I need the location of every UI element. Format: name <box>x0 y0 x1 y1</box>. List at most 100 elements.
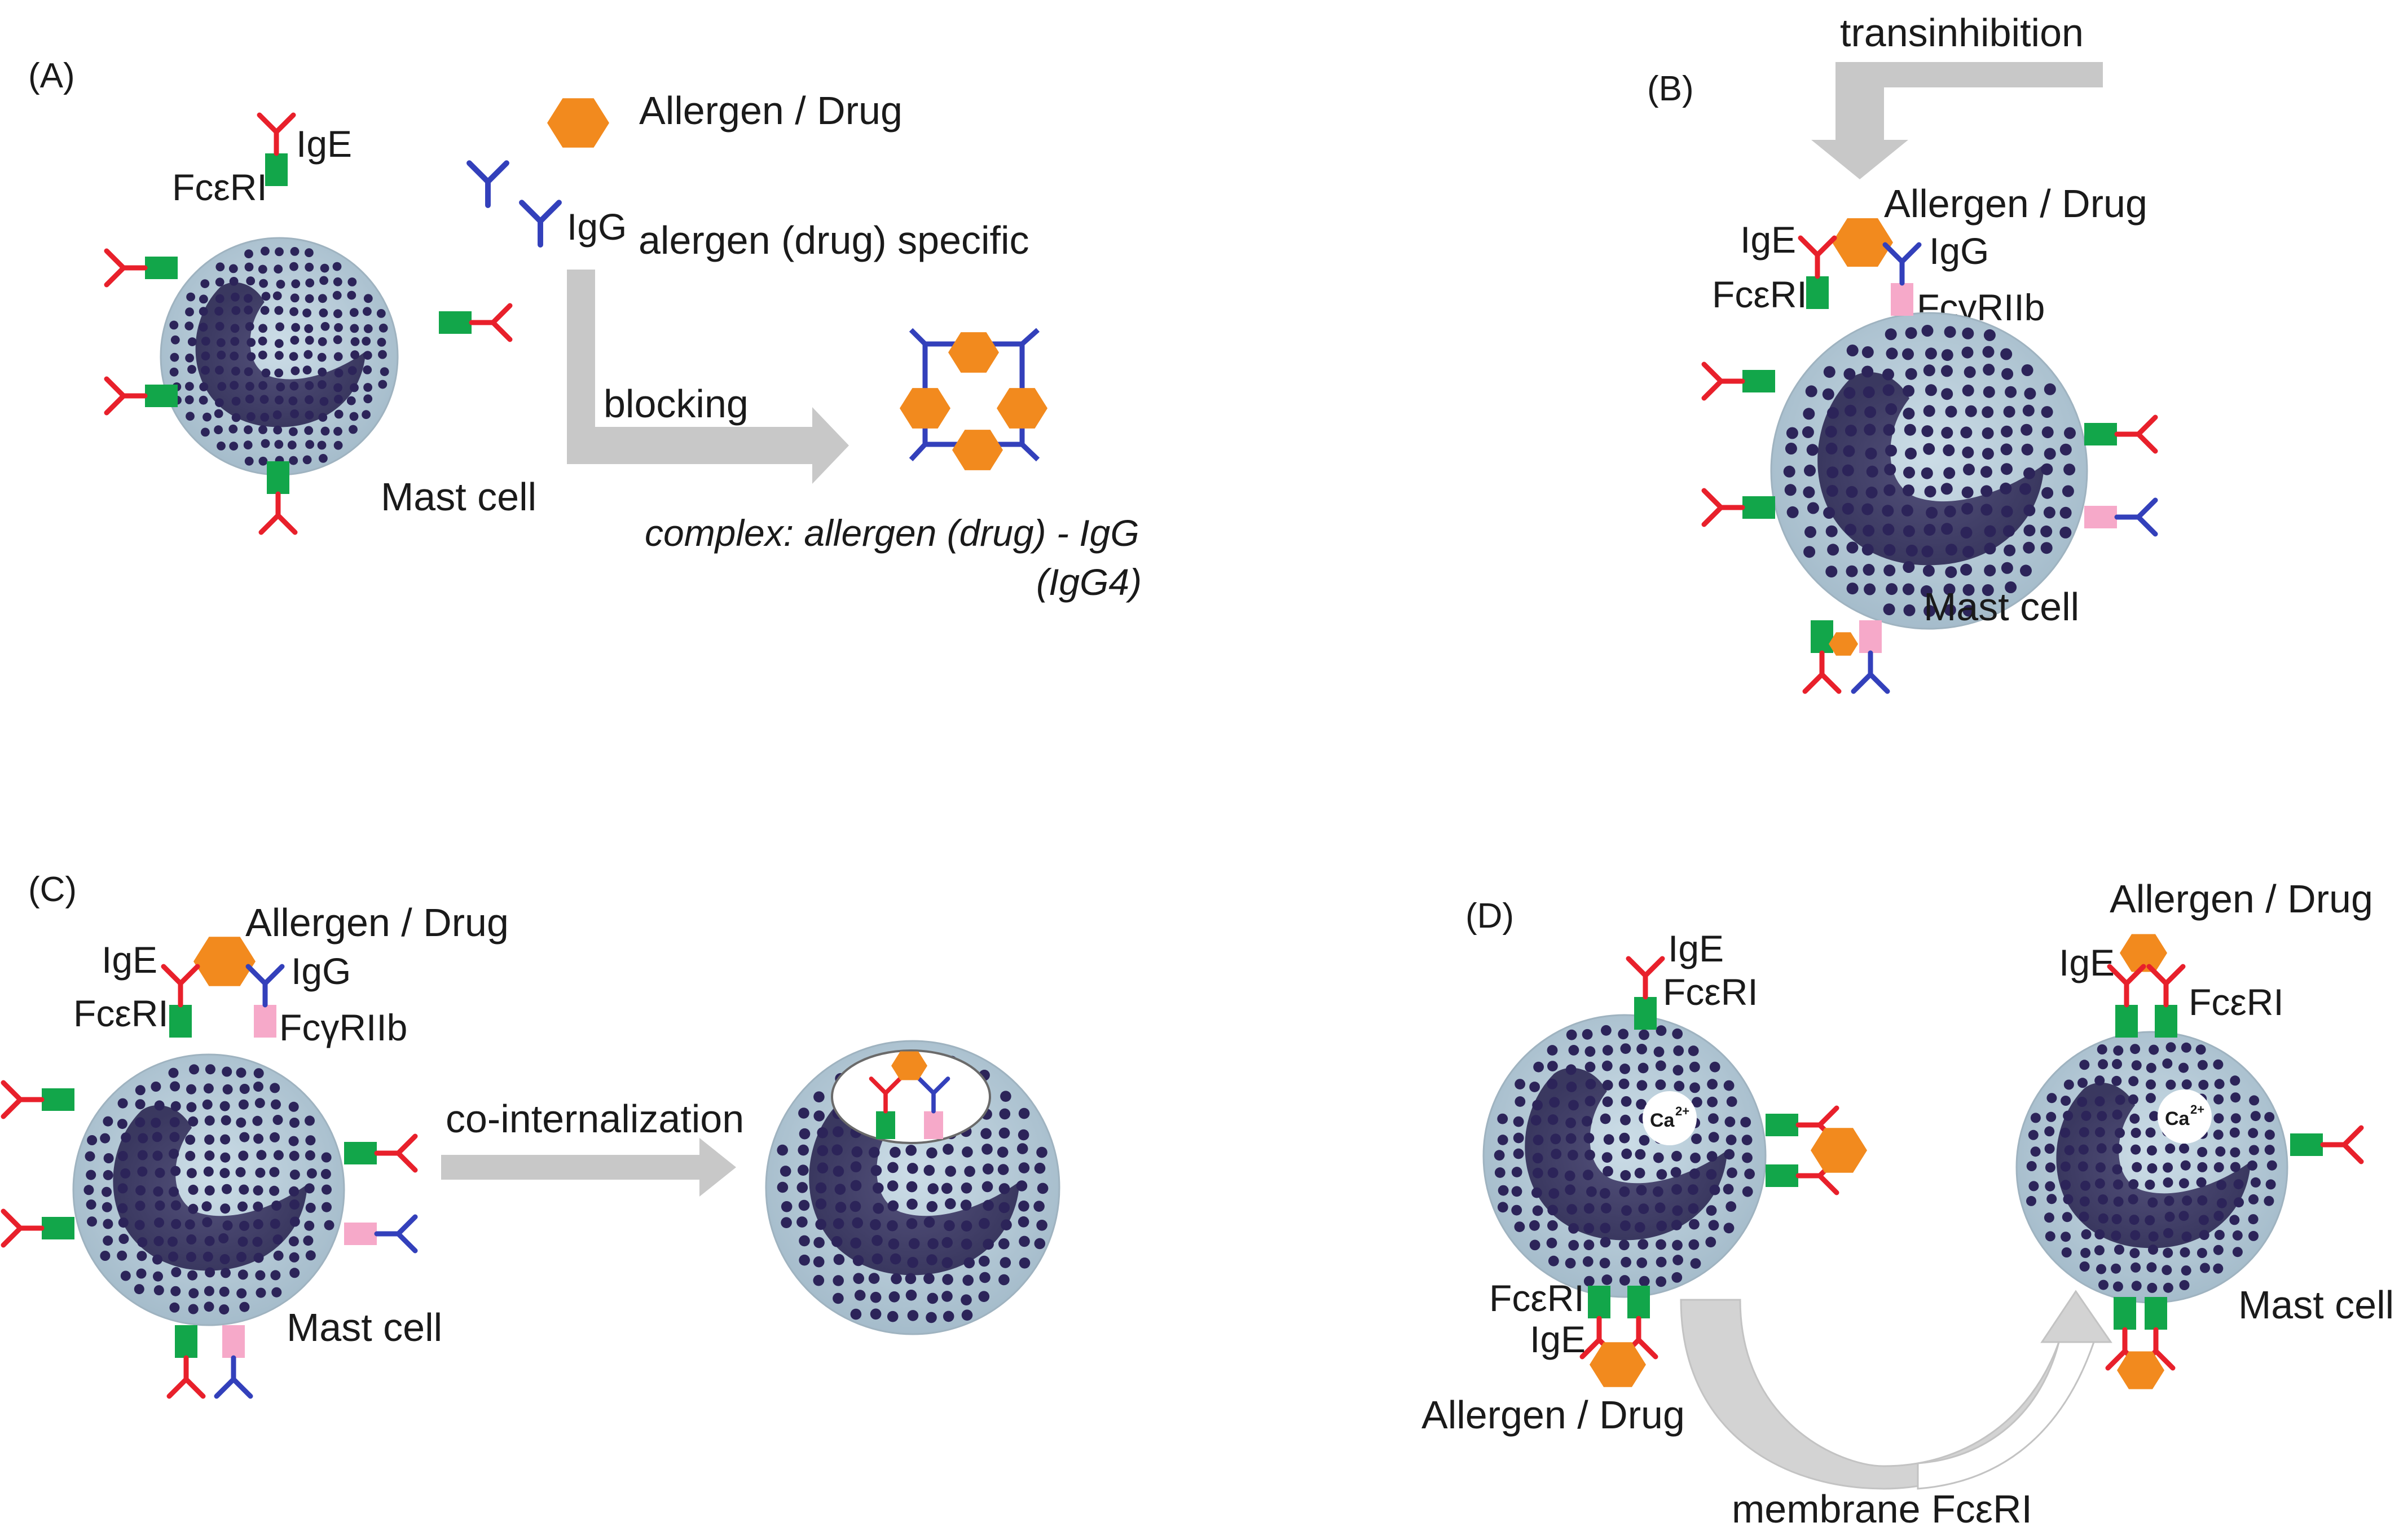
antibody-shape <box>374 1133 418 1173</box>
fcgriib-box <box>1891 283 1913 316</box>
granule <box>1940 483 1953 495</box>
ige-receptor-bottom <box>166 1325 206 1399</box>
granule <box>271 1201 282 1211</box>
fceri-box <box>1806 276 1829 309</box>
granule <box>1515 1079 1526 1089</box>
granule <box>2081 1110 2092 1121</box>
fcgriib-box <box>1859 620 1882 653</box>
granule <box>204 1185 215 1196</box>
granule <box>2145 1093 2156 1104</box>
granule <box>1636 1080 1648 1091</box>
granule <box>1564 1170 1575 1181</box>
granule <box>238 1099 249 1110</box>
granule <box>83 1185 94 1195</box>
granule <box>238 1150 249 1161</box>
ige-label: IgE <box>1740 219 1796 261</box>
granule <box>350 337 360 346</box>
granule <box>169 367 179 377</box>
granule <box>319 397 329 406</box>
granule <box>1964 366 1976 378</box>
granule <box>270 1219 280 1229</box>
granule <box>199 382 209 391</box>
granule <box>1707 1079 1718 1090</box>
granule <box>228 264 238 273</box>
granule <box>2164 1211 2175 1222</box>
granule <box>186 1234 197 1245</box>
granule <box>1983 329 1996 341</box>
granule <box>231 367 240 376</box>
granule <box>1547 1220 1558 1231</box>
granule <box>2165 1079 2176 1090</box>
granule <box>1984 564 1996 577</box>
granule <box>214 306 223 316</box>
granule <box>1655 1079 1666 1090</box>
granule <box>103 1219 113 1229</box>
granule <box>289 1186 300 1197</box>
complex-igg-arm <box>1020 328 1040 346</box>
granule <box>273 1250 284 1261</box>
granule <box>1982 406 1994 418</box>
granule <box>243 440 253 450</box>
granule <box>2079 1060 2090 1070</box>
granule <box>2111 1214 2122 1224</box>
granule <box>1962 385 1974 396</box>
granule <box>203 1083 214 1094</box>
granule <box>945 1198 956 1210</box>
granule <box>1783 465 1795 478</box>
granule <box>1584 1149 1595 1160</box>
granule <box>2112 1164 2123 1175</box>
granule <box>2061 1180 2071 1190</box>
granule <box>152 1132 162 1142</box>
granule <box>1638 1062 1649 1074</box>
calcium-charge: 2+ <box>2190 1102 2204 1117</box>
granule <box>118 1217 129 1228</box>
granule <box>982 1163 994 1175</box>
granule <box>1885 328 1897 341</box>
granule <box>2266 1160 2277 1171</box>
granule <box>1513 1116 1524 1127</box>
granule <box>184 395 194 404</box>
granule <box>1922 564 1935 577</box>
granule <box>2215 1146 2226 1157</box>
granule <box>1982 346 1995 358</box>
granule <box>1532 1100 1543 1111</box>
granule <box>1983 364 1995 376</box>
granule <box>1863 386 1875 398</box>
granule <box>239 1220 249 1231</box>
antibody-shape <box>1701 488 1745 527</box>
granule <box>1691 1133 1702 1144</box>
granule <box>1903 466 1915 479</box>
granule <box>2181 1079 2192 1090</box>
granule <box>305 1202 316 1213</box>
granule <box>1600 1223 1611 1234</box>
granule <box>2081 1229 2092 1239</box>
granule <box>1827 407 1839 419</box>
granule <box>1843 387 1856 399</box>
granule <box>1019 1257 1031 1269</box>
granule <box>318 413 328 422</box>
granule <box>813 1274 825 1286</box>
granule <box>274 368 284 378</box>
ige-label: IgE <box>296 123 352 165</box>
granule <box>943 1310 954 1322</box>
ige-top-label: IgE <box>1668 928 1724 969</box>
fcgriib-receptor-right <box>2084 497 2158 537</box>
granule <box>1634 1167 1645 1179</box>
fcgriib-receptor-bottom <box>214 1325 253 1399</box>
granule <box>1960 527 1973 539</box>
granule <box>2165 1042 2176 1053</box>
granule <box>215 321 225 331</box>
fceri-bottom-label: FcεRI <box>1489 1277 1584 1319</box>
granule <box>1903 407 1915 420</box>
granule <box>304 1183 315 1194</box>
granule <box>168 1251 178 1262</box>
antibody-shape <box>104 248 148 288</box>
granule <box>228 424 238 434</box>
granule <box>2180 1247 2190 1257</box>
granule <box>306 1168 317 1179</box>
granule <box>289 1199 300 1210</box>
granule <box>831 1144 843 1155</box>
granule <box>217 442 226 451</box>
granule <box>1531 1187 1542 1198</box>
granule <box>199 323 208 332</box>
